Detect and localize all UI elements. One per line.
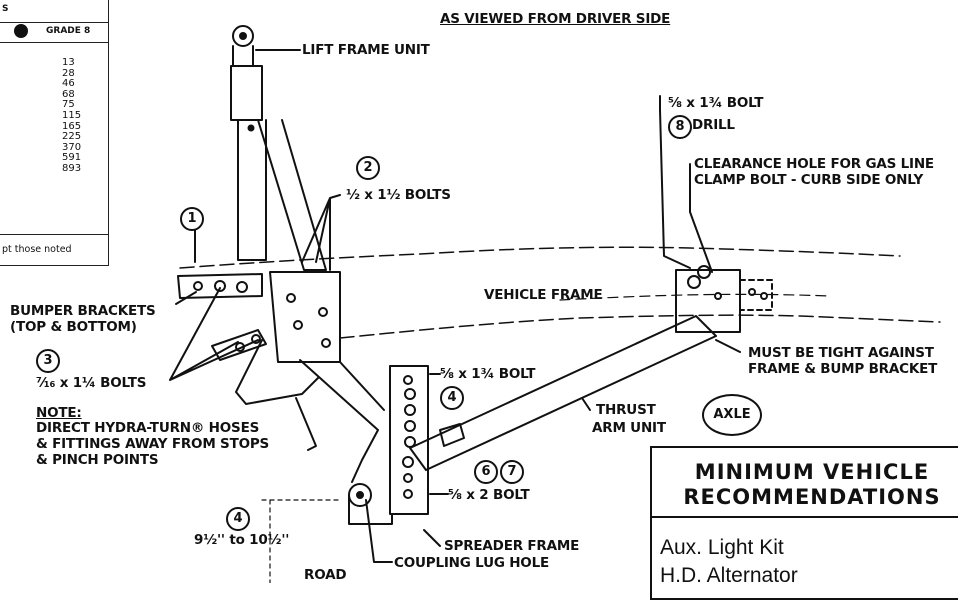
step-1-marker: 1 <box>180 207 204 231</box>
torque-value: 13 <box>62 57 75 68</box>
torque-value: 68 <box>62 88 75 100</box>
lift-frame-arm <box>237 119 327 271</box>
label-height-range: 9½'' to 10½'' <box>194 532 290 548</box>
bumper-bracket-bottom <box>211 329 267 361</box>
torque-value: 46 <box>62 78 75 90</box>
torque-header-right: GRADE 8 <box>46 26 91 36</box>
axle-marker: AXLE <box>702 394 762 436</box>
torque-values: 13 28 46 68 75 115 165 225 370 591 893 <box>62 57 82 175</box>
note-line-3: & PINCH POINTS <box>36 452 159 468</box>
spreader-plate <box>389 365 429 515</box>
suspension-drawing <box>169 25 941 583</box>
step-4-height-marker: 4 <box>226 507 250 531</box>
label-lift-frame-unit: LIFT FRAME UNIT <box>302 42 430 58</box>
torque-value: 28 <box>62 67 75 79</box>
torque-value: 370 <box>62 141 82 153</box>
torque-value: 591 <box>62 152 82 164</box>
label-clearance-hole-sub: CLAMP BOLT - CURB SIDE ONLY <box>694 172 924 188</box>
hose-loop <box>235 339 319 405</box>
label-bumper-brackets-sub: (TOP & BOTTOM) <box>10 319 137 335</box>
label-half-inch-bolts: ½ x 1½ BOLTS <box>346 187 451 203</box>
recommendations-divider <box>652 516 958 518</box>
label-thrust-arm: THRUST <box>596 402 656 418</box>
recommendations-box: MINIMUM VEHICLE RECOMMENDATIONS Aux. Lig… <box>650 446 958 600</box>
label-coupling-lug-hole: COUPLING LUG HOLE <box>394 555 550 571</box>
lower-strut <box>299 359 379 483</box>
label-two-inch-bolt: ⅝ x 2 BOLT <box>448 487 530 503</box>
grade-symbol-icon <box>14 24 28 38</box>
label-upper-bolt: ⅝ x 1¾ BOLT <box>668 95 764 111</box>
step-8-marker: 8 <box>668 115 692 139</box>
recommendation-item: Aux. Light Kit <box>660 536 784 559</box>
step-4-marker: 4 <box>440 386 464 410</box>
label-drill: DRILL <box>692 117 735 133</box>
step-7-marker: 7 <box>500 460 524 484</box>
torque-table-footnote: pt those noted <box>2 244 72 255</box>
label-must-be-tight-sub: FRAME & BUMP BRACKET <box>748 361 938 377</box>
vehicle-frame-mid-rail <box>559 293 831 301</box>
recommendation-item: H.D. Alternator <box>660 564 798 587</box>
note-title: NOTE: <box>36 405 82 421</box>
torque-value: 115 <box>62 109 82 121</box>
torque-value: 893 <box>62 162 82 174</box>
label-road: ROAD <box>304 567 347 583</box>
bumper-bracket-top <box>177 273 263 299</box>
thrust-arm <box>409 315 717 471</box>
step-6-marker: 6 <box>474 460 498 484</box>
label-lower-bolt: ⅝ x 1¾ BOLT <box>440 366 536 382</box>
label-thrust-arm-sub: ARM UNIT <box>592 420 666 436</box>
label-must-be-tight: MUST BE TIGHT AGAINST <box>748 345 934 361</box>
torque-header-left: S <box>2 4 9 14</box>
torque-table-divider <box>0 234 108 235</box>
label-spreader-frame: SPREADER FRAME <box>444 538 580 554</box>
torque-table-header: S <box>0 0 108 23</box>
label-bumper-brackets: BUMPER BRACKETS <box>10 303 156 319</box>
main-bracket-plate <box>269 271 341 363</box>
torque-value: 75 <box>62 99 75 111</box>
note-line-1: DIRECT HYDRA-TURN® HOSES <box>36 420 260 436</box>
torque-table: S GRADE 8 13 28 46 68 75 115 165 225 370… <box>0 0 109 266</box>
rear-bracket <box>675 269 741 333</box>
vehicle-frame-upper-rail <box>179 246 901 269</box>
recommendations-title: MINIMUM VEHICLE RECOMMENDATIONS <box>683 460 941 509</box>
torque-value: 165 <box>62 120 82 132</box>
torque-value: 225 <box>62 131 82 143</box>
lift-frame-eye <box>232 25 254 47</box>
height-dimension <box>261 499 341 583</box>
label-clearance-hole: CLEARANCE HOLE FOR GAS LINE <box>694 156 934 172</box>
label-seven-sixteenths-bolts: ⁷⁄₁₆ x 1¼ BOLTS <box>36 375 147 391</box>
lift-frame-post <box>230 45 263 121</box>
label-vehicle-frame: VEHICLE FRAME <box>484 287 603 303</box>
view-note: AS VIEWED FROM DRIVER SIDE <box>440 11 671 27</box>
step-3-marker: 3 <box>36 349 60 373</box>
step-2-marker: 2 <box>356 156 380 180</box>
torque-table-subheader: GRADE 8 <box>0 22 108 43</box>
note-line-2: & FITTINGS AWAY FROM STOPS <box>36 436 270 452</box>
vehicle-frame-lower-rail <box>339 314 941 339</box>
